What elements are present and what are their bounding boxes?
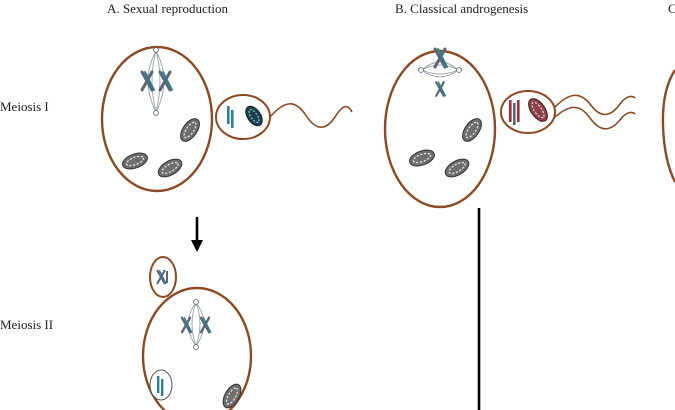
down-arrow — [191, 217, 203, 252]
chromosome — [509, 100, 512, 122]
chromosome — [517, 100, 520, 122]
oocyte-meiosis-2-a — [141, 286, 253, 410]
chromosome — [513, 103, 516, 125]
column-title-c: C — [668, 1, 675, 16]
sperm-a — [215, 94, 353, 140]
flagellum — [554, 94, 636, 116]
oocyte-meiosis-1-a — [100, 45, 214, 193]
flagellum — [554, 106, 636, 130]
row-label-meiosis-2: Meiosis II — [0, 317, 54, 332]
chromosome — [231, 110, 234, 128]
spindle — [418, 61, 462, 78]
column-title-sexual-reproduction: A. Sexual reproduction — [107, 1, 228, 16]
male-pronucleus — [149, 369, 173, 401]
column-title-classical-androgenesis: B. Classical androgenesis — [395, 1, 529, 16]
flagellum — [269, 103, 353, 128]
polar-body — [149, 256, 177, 298]
oocyte-meiosis-1-b — [383, 47, 497, 209]
sperm-b — [500, 90, 636, 134]
chromosome — [227, 106, 230, 124]
oocyte-c-partial — [661, 69, 675, 183]
row-label-meiosis-1: Meiosis I — [0, 99, 49, 114]
